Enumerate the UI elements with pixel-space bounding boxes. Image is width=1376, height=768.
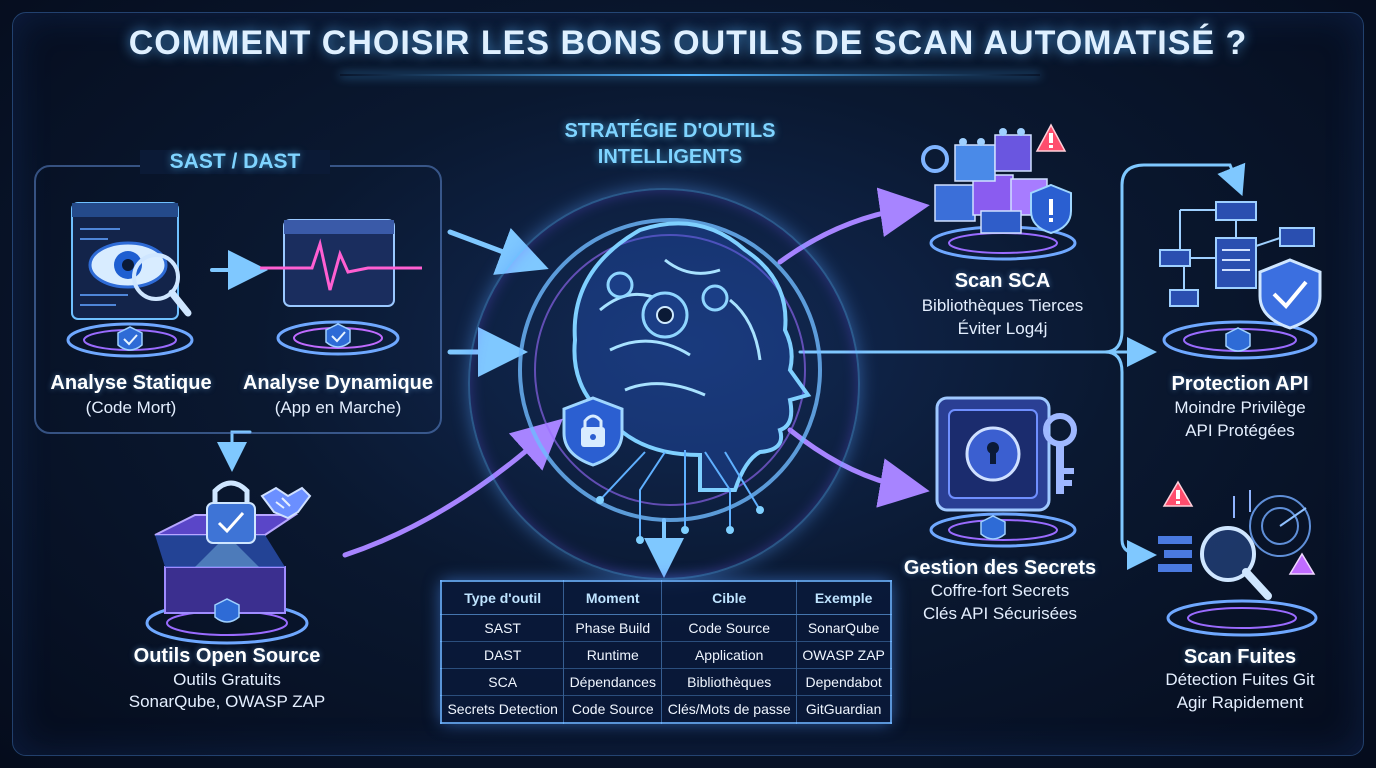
sca-title: Scan SCA [954, 270, 1051, 292]
table-row: Secrets Detection Code Source Clés/Mots … [441, 695, 891, 723]
sast-dast-label: SAST / DAST [140, 150, 330, 174]
eye-magnifier-icon [66, 202, 194, 358]
table-cell: GitGuardian [796, 695, 891, 723]
table-cell: Application [661, 641, 797, 669]
open-source-line1: Outils Gratuits [173, 670, 281, 689]
table-cell: Dependabot [796, 668, 891, 696]
table-cell: SAST [441, 614, 564, 642]
header-moment: Moment [563, 581, 662, 615]
leaks-line1: Détection Fuites Git [1165, 670, 1315, 689]
table-cell: Clés/Mots de passe [661, 695, 797, 723]
handshake-icon [260, 486, 312, 520]
lego-blocks-icon [921, 123, 1077, 261]
brain-gears-icon [518, 218, 822, 544]
arrow-branch-up-api [1103, 162, 1246, 354]
table-cell: Phase Build [563, 614, 662, 642]
sca-line2: Éviter Log4j [957, 319, 1048, 338]
secrets-line1: Coffre-fort Secrets [930, 581, 1070, 600]
tools-table: Type d'outil Moment Cible Exemple SAST P… [440, 580, 892, 724]
arrow-sast-to-opensource [217, 430, 252, 472]
table-row: SAST Phase Build Code Source SonarQube [441, 614, 891, 642]
outer-frame [12, 12, 1364, 756]
table-cell: Bibliothèques [661, 668, 797, 696]
vault-icon [929, 396, 1077, 548]
radar-magnifier-icon [1158, 480, 1318, 637]
secrets-line2: Clés API Sécurisées [922, 604, 1077, 623]
leaks-title: Scan Fuites [1183, 646, 1297, 668]
flowchart-shield-icon [1159, 201, 1322, 360]
table-cell: Secrets Detection [441, 695, 564, 723]
dynamic-analysis-sub: (App en Marche) [274, 398, 402, 417]
table-cell: Runtime [563, 641, 662, 669]
api-line2: API Protégées [1185, 421, 1295, 440]
page-title: COMMENT CHOISIR LES BONS OUTILS DE SCAN … [128, 24, 1248, 62]
dynamic-analysis-title: Analyse Dynamique [242, 372, 434, 394]
heartbeat-monitor-icon [260, 219, 422, 356]
padlock-box-icon [145, 480, 309, 645]
table-row: DAST Runtime Application OWASP ZAP [441, 641, 891, 669]
secrets-title: Gestion des Secrets [903, 557, 1097, 579]
header-type: Type d'outil [441, 581, 564, 615]
api-line1: Moindre Privilège [1174, 398, 1306, 417]
table-cell: Code Source [563, 695, 662, 723]
table-cell: Code Source [661, 614, 797, 642]
table-cell: SonarQube [796, 614, 891, 642]
arrow-branch-down-leaks [1103, 350, 1157, 570]
open-source-line2: SonarQube, OWASP ZAP [128, 692, 326, 711]
sca-line1: Bibliothèques Tierces [921, 296, 1084, 315]
key-icon [1043, 413, 1077, 494]
title-underline [340, 74, 1040, 76]
header-target: Cible [661, 581, 797, 615]
center-title-line1: STRATÉGIE D'OUTILS [564, 120, 776, 142]
table-row: SCA Dépendances Bibliothèques Dependabot [441, 668, 891, 696]
static-analysis-sub: (Code Mort) [85, 398, 177, 417]
leaks-line2: Agir Rapidement [1176, 693, 1304, 712]
table-cell: SCA [441, 668, 564, 696]
static-analysis-title: Analyse Statique [50, 372, 212, 394]
shield-lock-icon [562, 396, 624, 467]
center-title-line2: INTELLIGENTS [597, 146, 743, 168]
table-header-row: Type d'outil Moment Cible Exemple [441, 581, 891, 615]
open-source-title: Outils Open Source [133, 645, 321, 667]
table-cell: OWASP ZAP [796, 641, 891, 669]
header-example: Exemple [796, 581, 891, 615]
table-cell: DAST [441, 641, 564, 669]
outer-orbit-ring [468, 188, 860, 580]
table-cell: Dépendances [563, 668, 662, 696]
api-title: Protection API [1171, 373, 1309, 395]
